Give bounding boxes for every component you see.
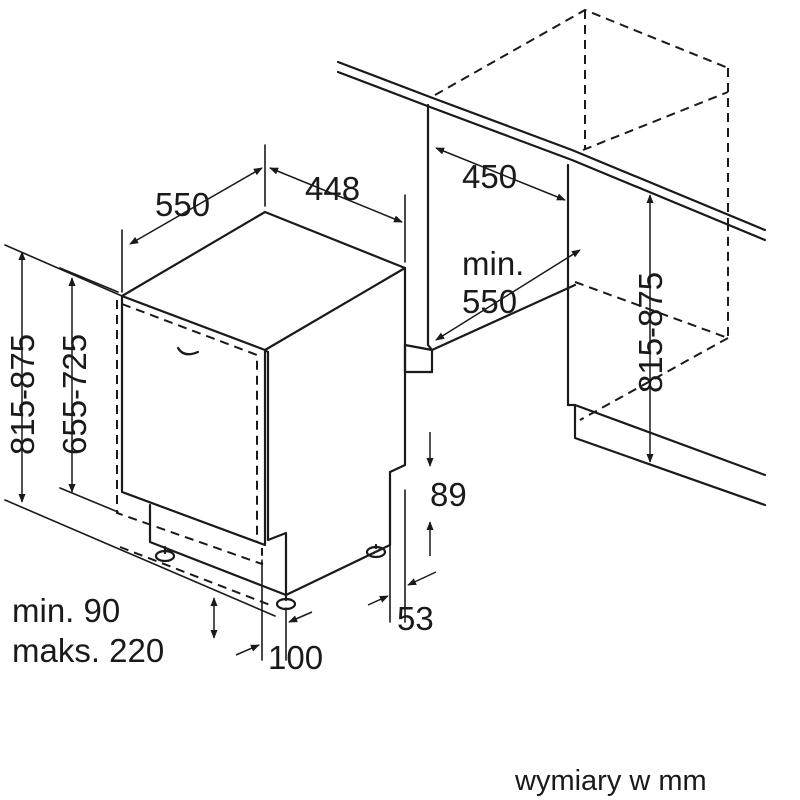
label-depth: 550 [155,186,210,223]
floor-line-dashed [119,546,271,606]
label-plinth-offset: 53 [397,600,434,637]
countertop-edge [336,60,767,232]
label-plinth-height: 89 [430,476,467,513]
hidden-volume-top [434,8,729,96]
hidden-volume-mid [582,91,729,151]
floor-lines [4,244,276,617]
kitchen-cabinet [336,8,767,507]
dim-width-448 [269,167,403,223]
dim-depth-550 [129,167,263,245]
label-height-right: 815-875 [632,272,669,393]
units-note: wymiary w mm [514,765,707,797]
floor-line-left [4,499,276,617]
dim-min-550 [435,249,581,341]
ref-line-door-bottom [59,487,119,513]
label-plinth-min: min. 90 [12,592,120,629]
label-foot-distance: 100 [268,639,323,676]
dishwasher-base-left [148,503,288,597]
dishwasher-side [388,266,407,474]
dishwasher-side-plinth [266,350,392,597]
dishwasher-front [120,294,267,547]
dim-offset-53-left [367,595,389,606]
door-handle-icon [176,346,200,356]
dimension-labels: 550 448 450 min. 550 815-875 655-725 815… [4,158,707,797]
dim-100-left [235,644,260,656]
dim-offset-53-right [407,571,437,586]
hidden-volume-bottom [574,222,729,340]
label-door-height: 655-725 [56,334,93,455]
ref-line-door-top [59,267,119,293]
label-min-value: 550 [462,283,517,320]
label-width: 448 [305,170,360,207]
hidden-volume-floor [579,337,729,421]
label-plinth-max: maks. 220 [12,632,164,669]
cabinet-right-base [566,403,767,507]
label-height-left: 815-875 [4,334,41,455]
dishwasher-top [120,210,407,352]
label-min: min. [462,245,524,282]
cabinet-right-top-base [573,403,767,477]
countertop-front-edge [336,70,767,242]
dimension-lines [18,144,654,661]
label-cabinet-depth: 450 [462,158,517,195]
door-panel-outline [116,300,263,566]
dim-cabinet-450 [435,147,566,201]
door-panel-top-outline [121,303,258,542]
dim-100-right [288,611,313,623]
cabinet-side-panel [426,103,434,374]
dishwasher [116,210,407,611]
